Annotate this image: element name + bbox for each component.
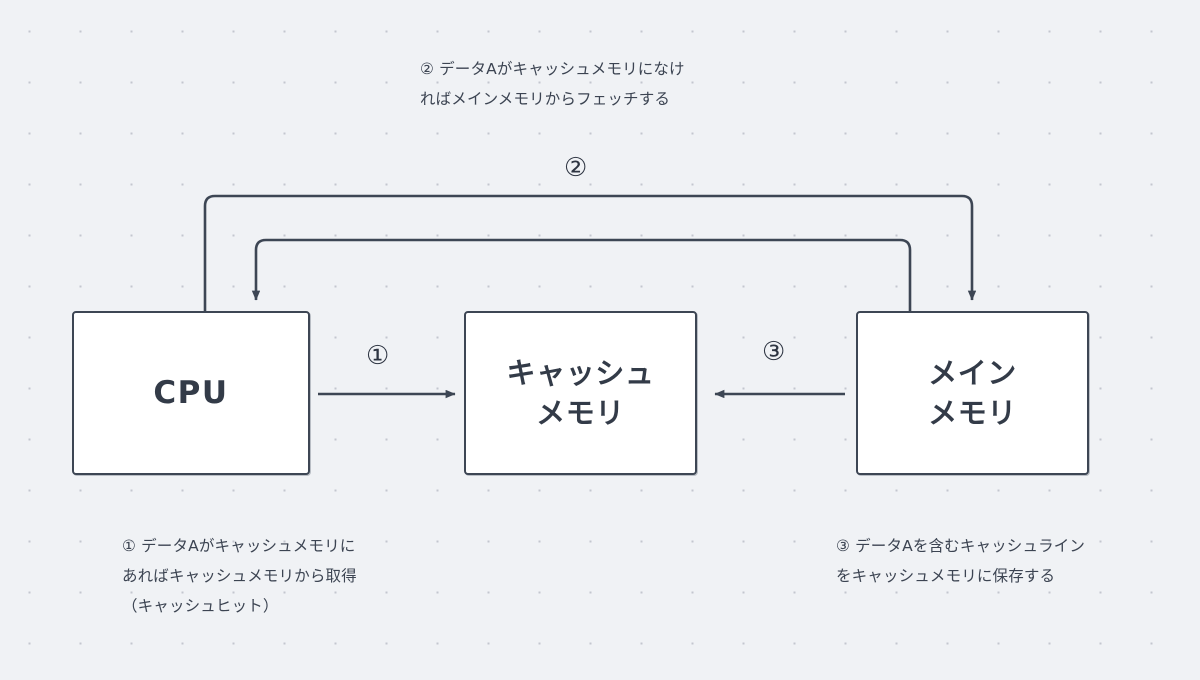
connector-step-2-return	[251, 238, 912, 311]
step-marker-2: ②	[564, 153, 588, 183]
node-cache-memory[interactable]: キャッシュ メモリ	[464, 311, 697, 475]
annotation-step-1: ① データAがキャッシュメモリに あればキャッシュメモリから取得 （キャッシュヒ…	[122, 537, 357, 615]
annotation-step-3: ③ データAを含むキャッシュライン をキャッシュメモリに保存する	[836, 537, 1086, 585]
node-main-memory-label: メイン メモリ	[928, 355, 1017, 430]
node-cache-memory-label: キャッシュ メモリ	[506, 355, 655, 430]
node-cpu-label: CPU	[153, 374, 229, 411]
node-main-memory[interactable]: メイン メモリ	[856, 311, 1089, 475]
annotation-step-2: ② データAがキャッシュメモリになけ ればメインメモリからフェッチする	[420, 60, 685, 108]
step-marker-1: ①	[366, 341, 390, 371]
connector-step-2	[203, 194, 977, 311]
node-cpu[interactable]: CPU	[72, 311, 310, 475]
step-marker-3: ③	[762, 337, 786, 367]
